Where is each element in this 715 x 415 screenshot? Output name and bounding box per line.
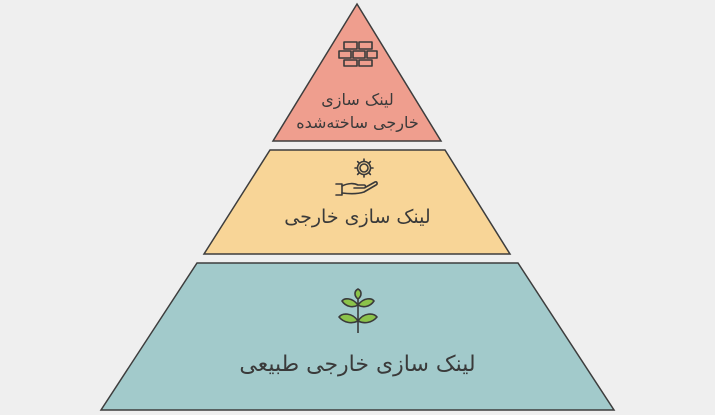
pyramid-bottom-tier: [99, 262, 616, 411]
hand-gear-icon: [335, 158, 378, 196]
bricks-icon: [338, 41, 378, 67]
pyramid-middle-tier: [202, 149, 512, 255]
middle-tier-label: لینک سازی خارجی: [284, 206, 431, 228]
bottom-tier-label: لینک سازی خارجی طبیعی: [239, 352, 476, 377]
top-tier-label-line2: خارجی ساخته‌شده: [296, 113, 419, 132]
sprout-icon: [338, 288, 378, 333]
top-tier-label-line1: لینک سازی: [321, 90, 394, 109]
pyramid-top-tier: [271, 2, 443, 142]
